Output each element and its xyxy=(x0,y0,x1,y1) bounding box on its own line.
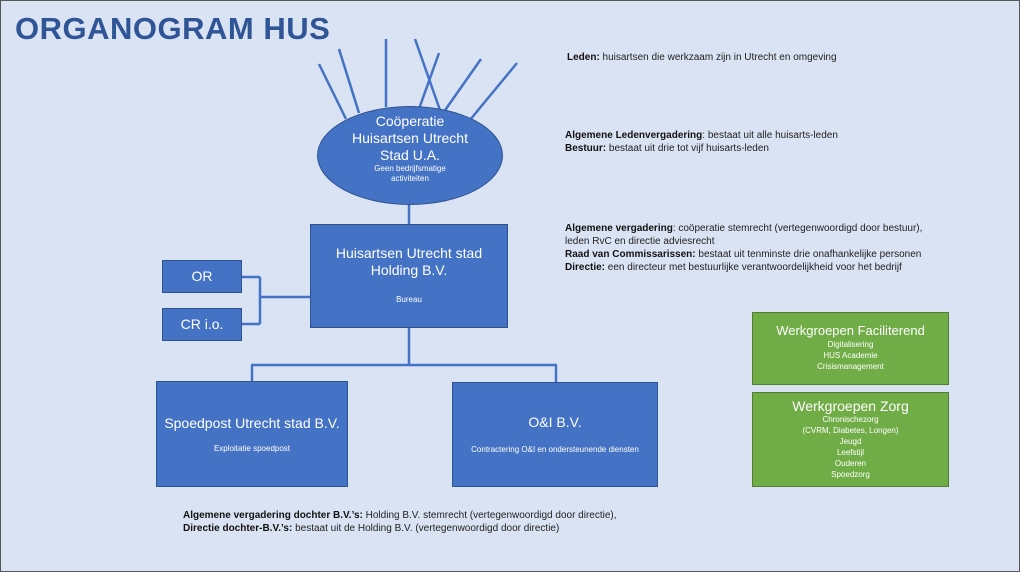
page-title: ORGANOGRAM HUS xyxy=(15,11,331,46)
holding-line: Huisartsen Utrecht stad xyxy=(335,245,483,261)
note-text: een directeur met bestuurlijke verantwoo… xyxy=(605,262,902,273)
holding-subtitle: Bureau xyxy=(396,295,422,304)
member-ray xyxy=(337,48,361,114)
note-label: Bestuur: xyxy=(565,143,607,154)
spoedpost-title: Spoedpost Utrecht stad B.V. xyxy=(164,414,340,431)
werkgroepen-faciliterend-node: Werkgroepen Faciliterend Digitalisering … xyxy=(752,312,949,385)
note-holding-governance: Algemene vergadering: coöperatie stemrec… xyxy=(565,222,922,274)
oi-node: O&I B.V. Contractering O&I en ondersteun… xyxy=(452,382,658,487)
note-label: Algemene vergadering dochter B.V.’s: xyxy=(183,510,363,521)
werkgroepen-title: Werkgroepen Faciliterend xyxy=(776,323,925,338)
member-ray xyxy=(413,38,443,114)
cooperatie-line: Huisartsen Utrecht xyxy=(352,130,468,146)
spoedpost-node: Spoedpost Utrecht stad B.V. Exploitatie … xyxy=(156,381,348,487)
member-ray xyxy=(464,62,518,127)
werkgroepen-title: Werkgroepen Zorg xyxy=(792,398,909,414)
note-text: : bestaat uit alle huisarts-leden xyxy=(702,130,838,141)
werkgroep-item: Jeugd xyxy=(839,437,862,446)
member-ray xyxy=(439,58,483,117)
note-text: bestaat uit tenminste drie onafhankelijk… xyxy=(695,249,922,260)
cooperatie-subtitle: Geen bedrijfsmatige xyxy=(374,164,446,173)
note-alv-bestuur: Algemene Ledenvergadering: bestaat uit a… xyxy=(565,129,838,155)
cr-node: CR i.o. xyxy=(162,308,242,341)
holding-node: Huisartsen Utrecht stad Holding B.V. Bur… xyxy=(310,224,508,328)
note-text: bestaat uit drie tot vijf huisarts-leden xyxy=(606,143,769,154)
werkgroep-item: Ouderen xyxy=(834,459,867,468)
note-label: Directie: xyxy=(565,262,606,273)
note-label: Raad van Commissarissen: xyxy=(565,249,696,260)
oi-title: O&I B.V. xyxy=(528,414,582,430)
werkgroep-item: Crisismanagement xyxy=(817,362,884,371)
note-text: leden RvC en directie adviesrecht xyxy=(565,236,715,247)
note-text: huisartsen die werkzaam zijn in Utrecht … xyxy=(599,52,837,63)
werkgroep-item: Chronischezorg xyxy=(822,415,879,424)
note-dochter: Algemene vergadering dochter B.V.’s: Hol… xyxy=(183,509,617,535)
cooperatie-line: Coöperatie xyxy=(375,113,445,129)
note-leden: Leden: huisartsen die werkzaam zijn in U… xyxy=(567,51,837,64)
note-text: : coöperatie stemrecht (vertegenwoordigd… xyxy=(672,223,923,234)
note-text: bestaat uit de Holding B.V. (vertegenwoo… xyxy=(292,523,560,534)
or-node: OR xyxy=(162,260,242,293)
note-label: Algemene Ledenvergadering xyxy=(565,130,703,141)
werkgroep-item: Leefstijl xyxy=(836,448,865,457)
werkgroep-item: (CVRM, Diabetes, Longen) xyxy=(802,426,899,435)
oi-subtitle: Contractering O&I en ondersteunende dien… xyxy=(471,445,639,454)
note-label: Algemene vergadering xyxy=(565,223,673,234)
cooperatie-line: Stad U.A. xyxy=(380,147,440,163)
spoedpost-subtitle: Exploitatie spoedpost xyxy=(213,443,291,453)
note-label: Directie dochter-B.V.’s: xyxy=(183,523,293,534)
note-text: Holding B.V. stemrecht (vertegenwoordigd… xyxy=(362,510,617,521)
werkgroep-item: Spoedzorg xyxy=(831,470,870,479)
note-label: Leden: xyxy=(567,52,600,63)
werkgroepen-zorg-node: Werkgroepen Zorg Chronischezorg (CVRM, D… xyxy=(752,392,949,487)
cooperatie-subtitle: activiteiten xyxy=(391,174,429,183)
werkgroep-item: HUS Academie xyxy=(823,351,878,360)
cooperatie-node: Coöperatie Huisartsen Utrecht Stad U.A. … xyxy=(317,106,503,205)
werkgroep-item: Digitalisering xyxy=(827,340,874,349)
member-ray xyxy=(317,63,348,120)
holding-line: Holding B.V. xyxy=(370,262,448,278)
